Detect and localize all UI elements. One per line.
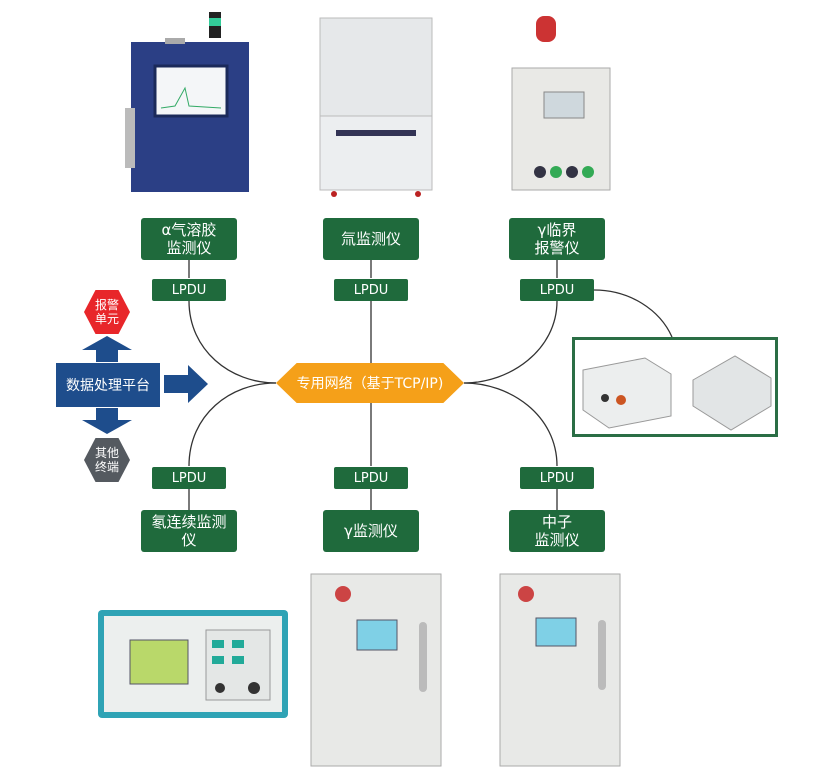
alpha-aerosol-monitor-label: α气溶胶 监测仪 (141, 218, 237, 260)
network-hub: 专用网络（基于TCP/IP) (276, 363, 464, 403)
radon-monitor-image (98, 610, 288, 718)
alpha-aerosol-monitor-image (125, 12, 249, 192)
tritium-monitor-label: 氚监测仪 (323, 218, 419, 260)
gamma-monitor-image (310, 573, 442, 767)
arrow-right-icon (164, 365, 208, 403)
lpdu-device-inset (572, 337, 778, 437)
tritium-monitor-image (319, 17, 433, 197)
gamma-monitor-label: γ监测仪 (323, 510, 419, 552)
lpdu-top-center: LPDU (334, 279, 408, 301)
lpdu-bottom-left: LPDU (152, 467, 226, 489)
lpdu-device-image (582, 355, 772, 431)
arrow-down-icon (82, 408, 132, 434)
lpdu-bottom-right: LPDU (520, 467, 594, 489)
arrow-up-icon (82, 336, 132, 362)
lpdu-bottom-center: LPDU (334, 467, 408, 489)
data-processing-platform: 数据处理平台 (56, 363, 160, 407)
neutron-monitor-label: 中子 监测仪 (509, 510, 605, 552)
lpdu-top-right: LPDU (520, 279, 594, 301)
gamma-criticality-alarm-label: γ临界 报警仪 (509, 218, 605, 260)
other-terminal-hex: 其他 终端 (84, 438, 130, 482)
neutron-monitor-image (499, 573, 621, 767)
gamma-criticality-alarm-image (511, 16, 611, 191)
lpdu-top-left: LPDU (152, 279, 226, 301)
alarm-unit-hex: 报警 单元 (84, 290, 130, 334)
radon-continuous-monitor-label: 氡连续监测 仪 (141, 510, 237, 552)
